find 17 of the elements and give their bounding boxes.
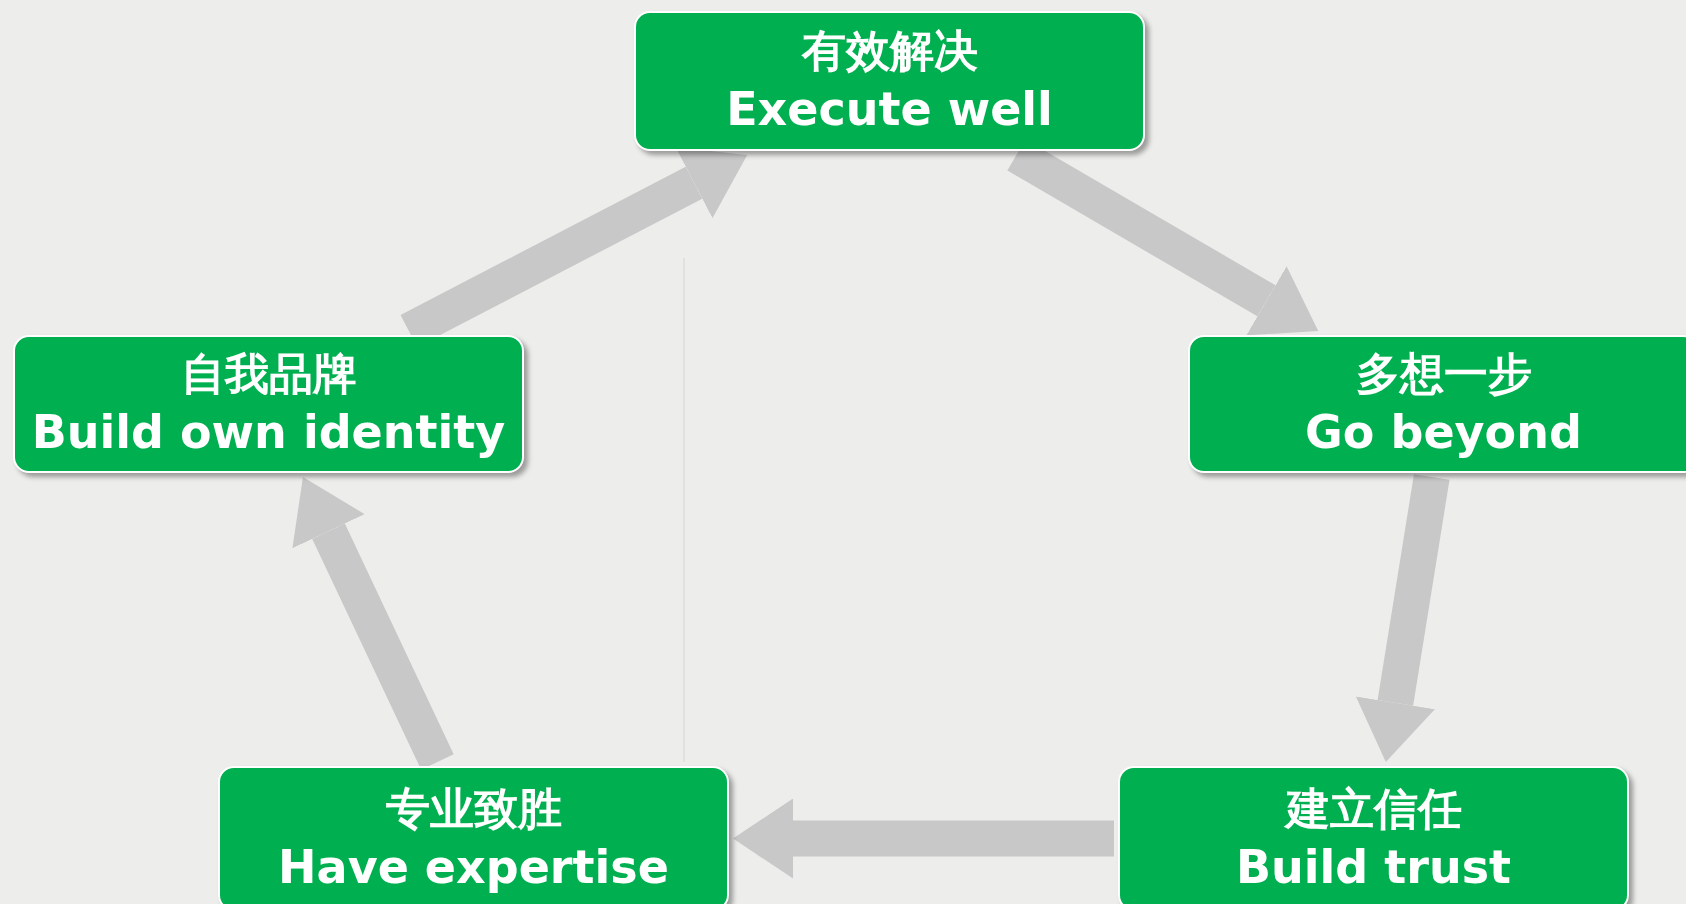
step-box	[218, 766, 729, 904]
step-subtitle: Build own identity	[31, 404, 506, 461]
step-box	[1188, 335, 1686, 473]
step-title: 建立信任	[1285, 781, 1462, 836]
step-title: 自我品牌	[180, 347, 357, 401]
step-subtitle: Go beyond	[1305, 404, 1582, 461]
step-title: 专业致胜	[385, 781, 562, 836]
step-subtitle: Build trust	[1235, 838, 1512, 896]
step-title: 多想一步	[1355, 347, 1532, 401]
arrow	[733, 798, 1114, 879]
step-box	[1118, 766, 1629, 904]
step-subtitle: Have expertise	[278, 838, 669, 896]
arrow	[1355, 474, 1450, 762]
step-box	[13, 335, 524, 473]
step-subtitle: Execute well	[726, 81, 1053, 138]
step-box	[634, 11, 1145, 151]
step-title: 有效解决	[801, 24, 978, 78]
